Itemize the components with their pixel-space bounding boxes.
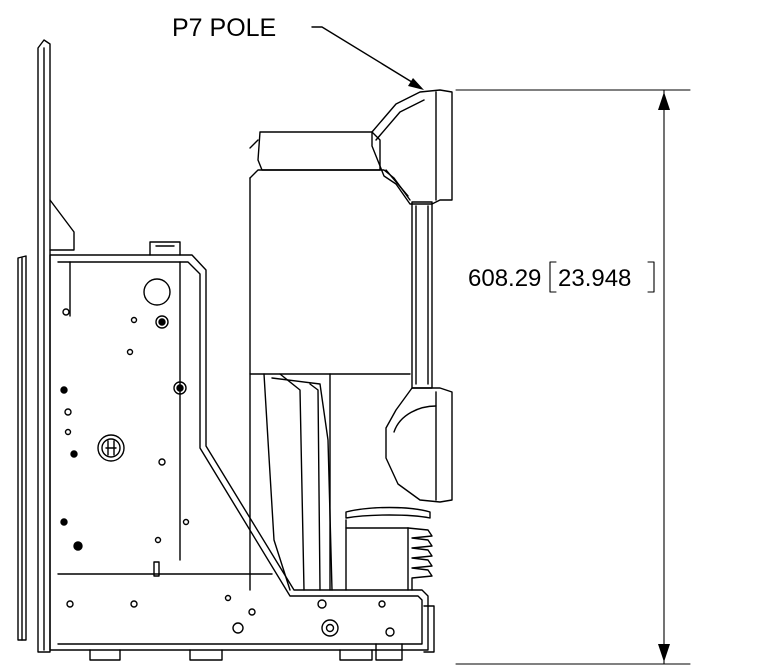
dimension-lines — [455, 89, 691, 665]
pole-head — [371, 89, 453, 205]
dimension-arrow-bottom — [658, 644, 670, 662]
callout-leader — [311, 26, 421, 88]
insulating-arm — [411, 201, 433, 389]
dimension-arrow-top — [658, 92, 670, 110]
pole-body — [249, 131, 411, 591]
callout-arrowhead — [408, 78, 424, 90]
contact-fingers — [345, 506, 433, 591]
callout-label: P7 POLE — [172, 14, 276, 42]
dimension-imperial: 23.948 — [558, 265, 631, 292]
frame — [49, 241, 435, 661]
mounting-holes — [60, 278, 395, 637]
mounting-plate — [17, 39, 75, 653]
dimension-metric: 608.29 — [468, 265, 541, 292]
bottom-terminal — [385, 387, 453, 503]
